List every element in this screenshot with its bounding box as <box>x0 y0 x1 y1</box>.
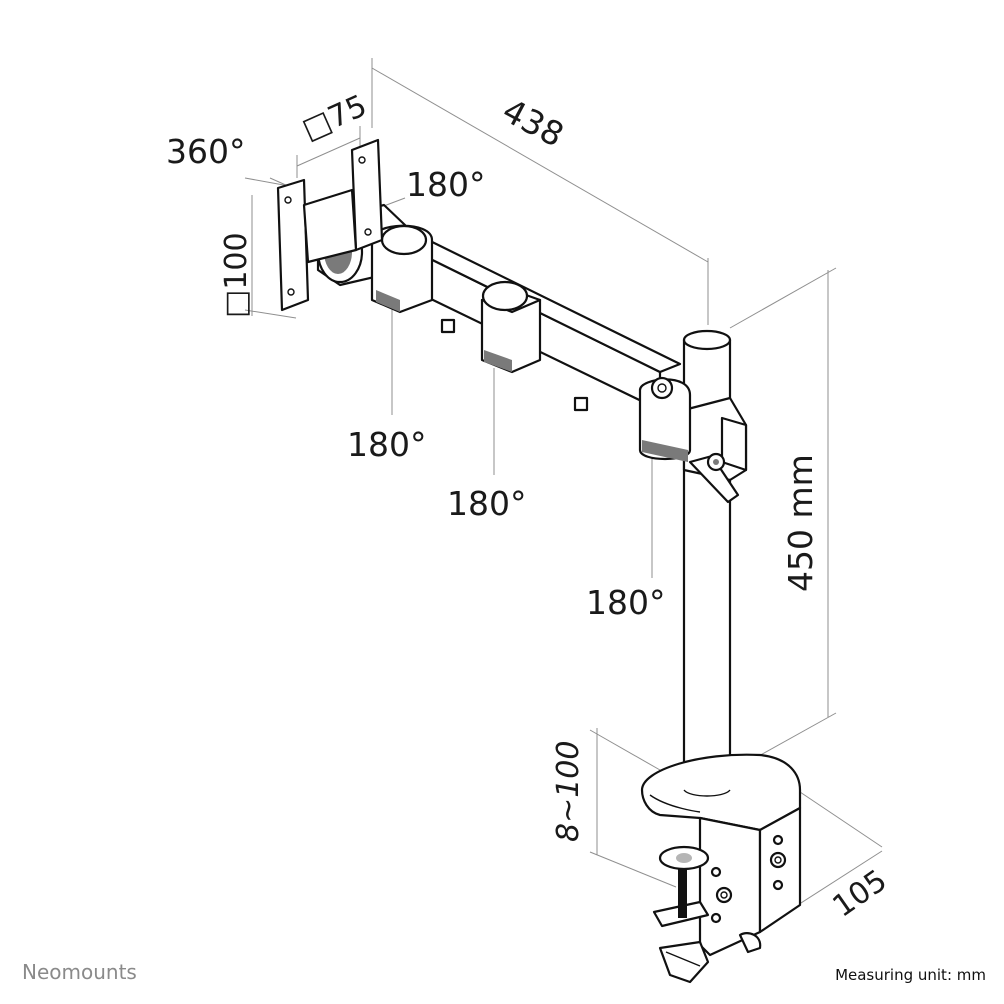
tilt-head <box>276 138 434 314</box>
label-rotate-360: 360° <box>166 132 246 171</box>
label-reach-438: 438 <box>496 91 570 155</box>
label-pole-height: 450 mm <box>781 454 820 592</box>
arm <box>398 234 692 462</box>
label-clamp-range: 8~100 <box>551 741 586 842</box>
label-clamp-depth: 105 <box>827 863 894 925</box>
label-swivel-180-b: 180° <box>447 484 527 523</box>
pole-collar <box>682 396 748 504</box>
label-swivel-180-pole: 180° <box>586 583 666 622</box>
label-tilt-180-head: 180° <box>406 165 486 204</box>
measuring-unit-note: Measuring unit: mm <box>835 966 986 984</box>
desk-clamp <box>640 753 802 984</box>
brand-logo: Neomounts <box>22 960 137 984</box>
label-vesa-100: □100 <box>219 232 254 318</box>
label-vesa-75: □75 <box>297 88 372 147</box>
label-swivel-180-a: 180° <box>347 425 427 464</box>
